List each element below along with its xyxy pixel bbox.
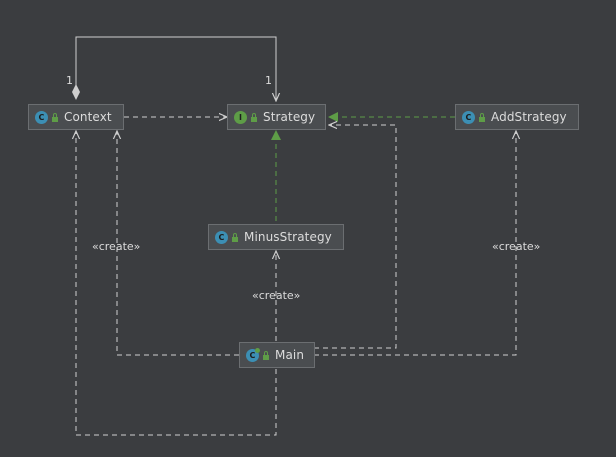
create-label-add: «create» xyxy=(492,240,541,253)
interface-icon: I xyxy=(234,110,247,124)
main-class-icon: C xyxy=(246,347,260,362)
dependency-main-context-loop xyxy=(76,131,277,436)
multiplicity-strategy: 1 xyxy=(265,74,272,87)
class-minus-strategy[interactable]: C MinusStrategy xyxy=(208,224,344,250)
class-name: Context xyxy=(64,110,112,124)
class-context[interactable]: C Context xyxy=(28,104,124,130)
aggregation-diamond xyxy=(72,84,80,100)
class-icon: C xyxy=(215,230,228,244)
lock-icon xyxy=(52,112,58,122)
aggregation-context-strategy xyxy=(75,36,276,101)
class-icon: C xyxy=(462,110,475,124)
class-icon: C xyxy=(35,110,48,124)
interface-strategy[interactable]: I Strategy xyxy=(227,104,326,130)
lock-icon xyxy=(263,350,269,360)
class-main[interactable]: C Main xyxy=(239,342,315,368)
create-label-context: «create» xyxy=(92,240,141,253)
create-main-add xyxy=(314,131,516,356)
lock-icon xyxy=(479,112,485,122)
create-label-minus: «create» xyxy=(252,289,301,302)
class-name: Main xyxy=(275,348,305,362)
lock-icon xyxy=(251,112,257,122)
class-name: AddStrategy xyxy=(491,110,567,124)
interface-name: Strategy xyxy=(263,110,316,124)
class-add-strategy[interactable]: C AddStrategy xyxy=(455,104,579,130)
class-name: MinusStrategy xyxy=(244,230,332,244)
dependency-main-strategy xyxy=(314,125,397,349)
create-main-context xyxy=(117,131,239,356)
multiplicity-context: 1 xyxy=(66,74,73,87)
lock-icon xyxy=(232,232,238,242)
